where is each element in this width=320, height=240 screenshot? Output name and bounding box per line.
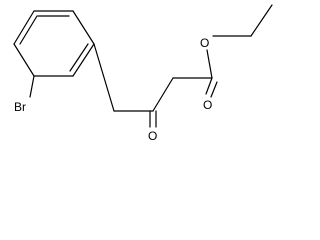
ring-bond-bottom-right [72, 43, 95, 77]
c-br-bond [29, 75, 35, 98]
ring-bond-top-left [13, 10, 35, 45]
chemical-structure: Br O O O [13, 4, 273, 143]
ester-c-o-bond [206, 49, 213, 79]
ring-bond-top-left-inner [19, 15, 38, 45]
ketone-oxygen-label: O [148, 129, 157, 143]
bromine-label: Br [14, 100, 26, 114]
ring-bond-bottom-right-inner [69, 43, 89, 72]
ring-bond-bottom-left [13, 43, 35, 77]
ester-carbonyl-oxygen-label: O [203, 98, 212, 112]
ring-ch2-bond [93, 43, 115, 112]
ester-carbonyl-double-bond-b [210, 81, 218, 98]
ch2-ch3-bond [250, 4, 273, 37]
ester-carbonyl-double-bond-a [205, 77, 213, 95]
ketone-ch2-bond [152, 77, 174, 112]
ester-oxygen-label: O [200, 36, 209, 50]
ring-bond-top-right [72, 10, 95, 45]
